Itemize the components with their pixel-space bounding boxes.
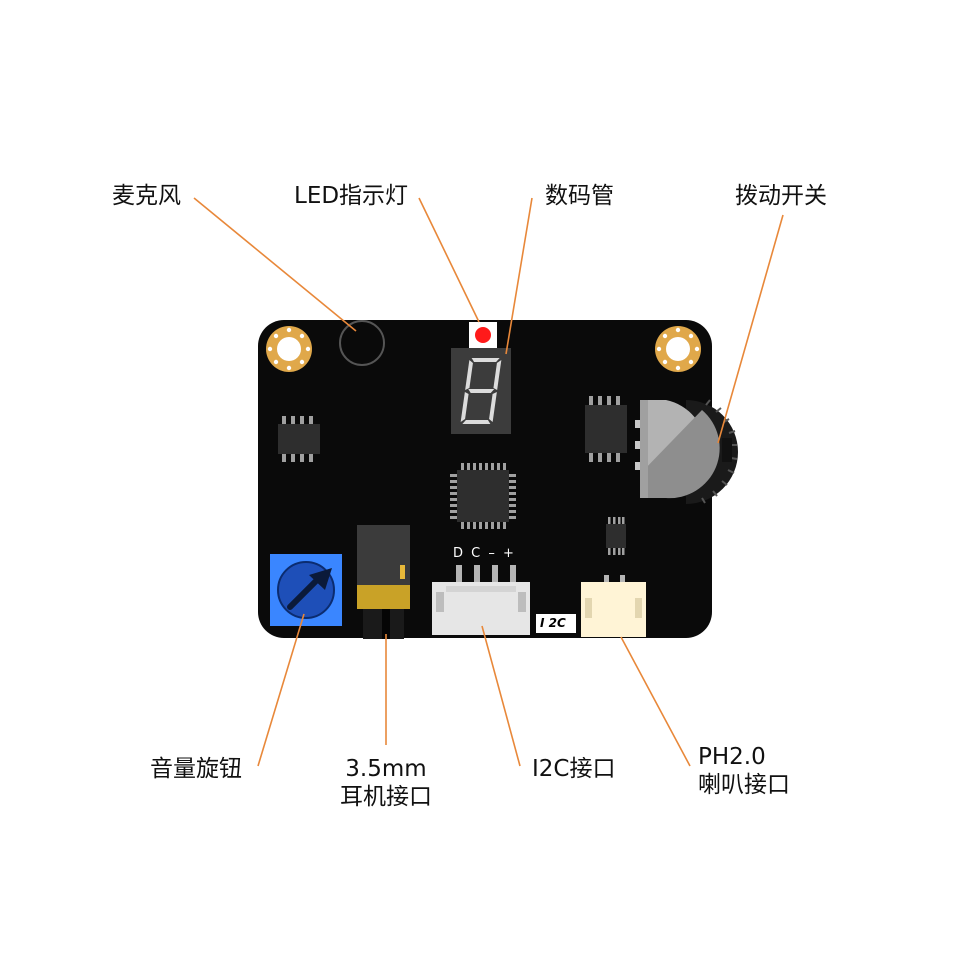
toggle-switch-component <box>635 399 738 504</box>
label-digit-tube: 数码管 <box>545 183 614 209</box>
microphone-component <box>339 320 385 366</box>
label-i2c-port: I2C接口 <box>532 756 616 782</box>
leader-digit-tube <box>505 197 533 355</box>
leader-microphone <box>193 197 357 332</box>
audio-jack-component <box>357 525 410 639</box>
mount-hole-right <box>655 326 701 372</box>
label-audio-jack-line1: 3.5mm <box>345 756 427 782</box>
volume-knob-component <box>270 554 342 626</box>
label-audio-jack-line2: 耳机接口 <box>340 784 432 810</box>
leader-lines <box>193 197 784 767</box>
leader-volume <box>257 613 305 767</box>
label-speaker-line1: PH2.0 <box>698 744 766 770</box>
i2c-silkscreen: I 2C <box>540 616 566 630</box>
label-speaker-line2: 喇叭接口 <box>698 772 790 798</box>
label-speaker-port: PH2.0 喇叭接口 <box>698 743 790 799</box>
i2c-connector-component <box>432 565 530 635</box>
label-led-indicator: LED指示灯 <box>294 183 409 209</box>
leader-i2c <box>481 625 521 767</box>
leader-led <box>418 197 480 323</box>
mount-hole-left <box>266 326 312 372</box>
i2c-silk-box <box>536 614 576 633</box>
seven-segment-display <box>451 348 511 434</box>
pin-silkscreen: D C – + <box>453 546 516 561</box>
leader-switch <box>717 214 784 444</box>
ic-right <box>585 396 627 462</box>
led-component <box>469 322 497 348</box>
leader-speaker <box>620 636 691 767</box>
label-toggle-switch: 拨动开关 <box>735 183 827 209</box>
label-volume-knob: 音量旋钮 <box>150 756 242 782</box>
ic-tiny <box>606 517 626 555</box>
ic-left <box>278 416 320 462</box>
main-chip <box>450 463 516 529</box>
label-microphone: 麦克风 <box>112 183 181 209</box>
label-audio-jack: 3.5mm 耳机接口 <box>326 755 446 811</box>
ph-connector-component <box>581 575 646 637</box>
